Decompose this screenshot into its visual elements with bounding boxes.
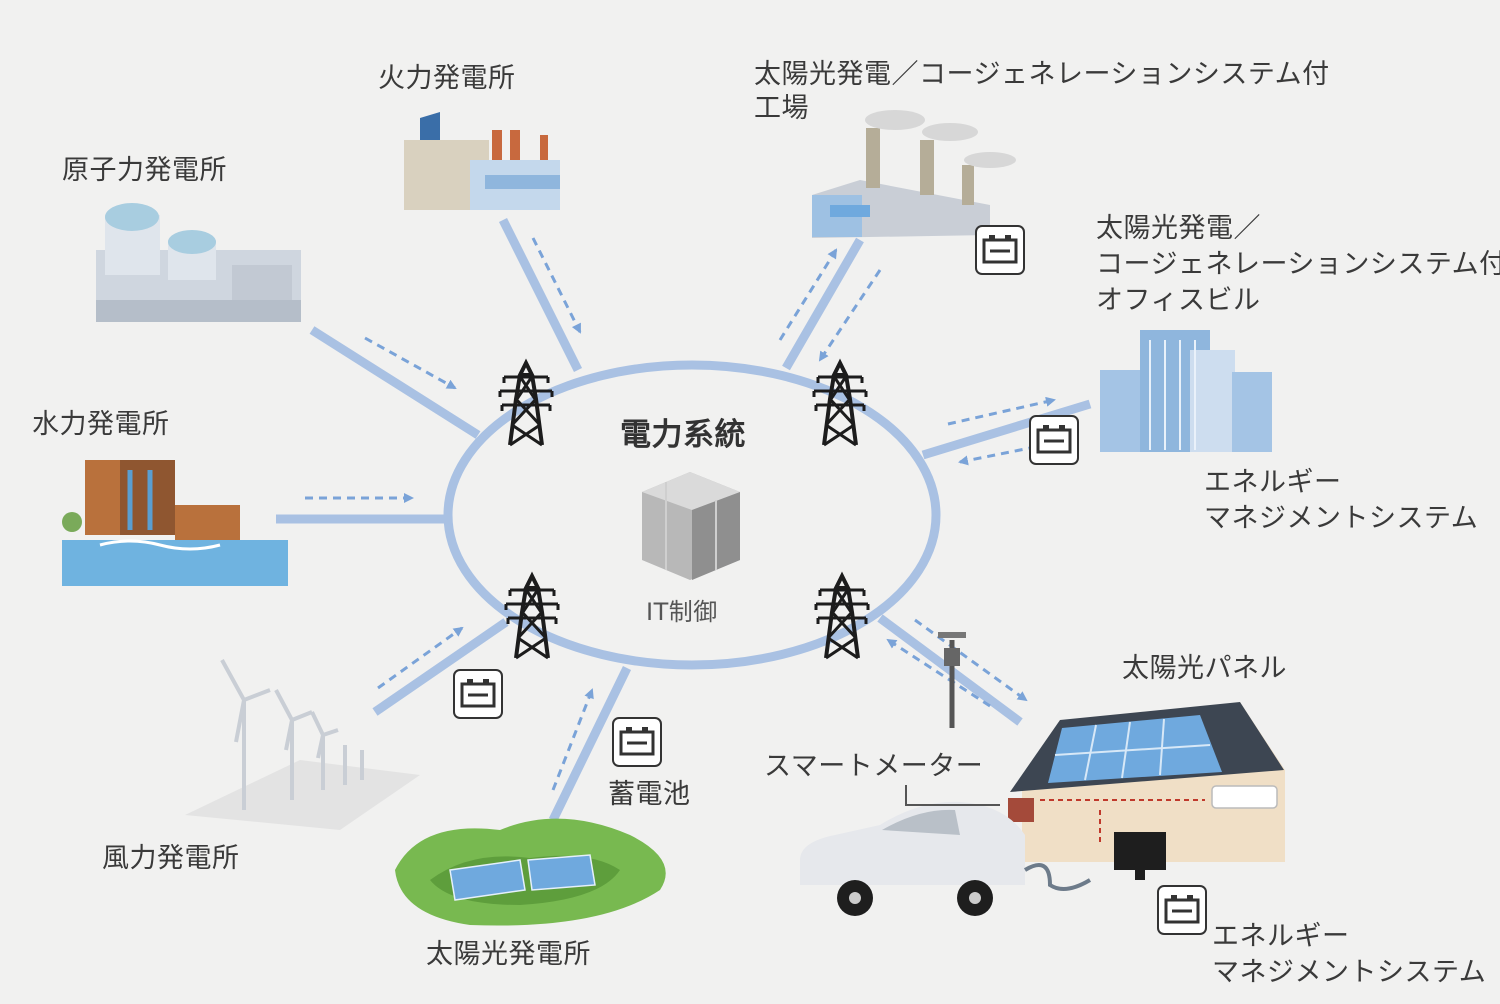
wind-farm-icon xyxy=(185,659,420,830)
battery-icon xyxy=(1028,414,1080,466)
ems-home-label-line1: エネルギー xyxy=(1212,921,1350,952)
thermal-plant-icon xyxy=(404,112,560,210)
ems-office-label-line1: エネルギー xyxy=(1204,467,1342,498)
ems-office-label-line2: マネジメントシステム xyxy=(1204,503,1479,534)
car-icon xyxy=(800,801,1092,916)
factory-label-line1: 太陽光発電／コージェネレーションシステム付 xyxy=(754,59,1330,90)
nuclear-plant-icon xyxy=(96,203,301,322)
nuclear-plant-label: 原子力発電所 xyxy=(62,155,227,186)
flow-arrows xyxy=(305,237,1056,791)
battery-icon xyxy=(974,224,1026,276)
thermal-plant-label: 火力発電所 xyxy=(378,63,516,94)
office-label-line1: 太陽光発電／ xyxy=(1096,213,1261,244)
battery-label: 蓄電池 xyxy=(608,779,691,810)
solar-plant-label: 太陽光発電所 xyxy=(426,939,591,970)
battery-icon xyxy=(611,716,663,768)
factory-label-line2: 工場 xyxy=(754,93,809,124)
solar-plant-icon xyxy=(395,818,666,926)
house-icon xyxy=(1008,702,1285,880)
transmission-tower-icon xyxy=(504,574,560,660)
transmission-tower-icon xyxy=(498,361,554,447)
hydro-plant-label: 水力発電所 xyxy=(32,409,170,440)
hydro-plant-icon xyxy=(62,460,288,586)
it-control-label: IT制御 xyxy=(646,598,718,626)
smart-meter-icon xyxy=(905,632,1000,806)
office-building-icon xyxy=(1100,330,1272,452)
factory-icon xyxy=(812,110,1016,238)
office-label-line2: コージェネレーションシステム付 xyxy=(1096,249,1500,280)
ems-home-label-line2: マネジメントシステム xyxy=(1212,957,1487,988)
battery-icon xyxy=(452,668,504,720)
smart-meter-label: スマートメーター xyxy=(764,751,984,782)
server-icon xyxy=(642,472,740,580)
wind-farm-label: 風力発電所 xyxy=(102,843,240,874)
battery-icon xyxy=(1156,884,1208,936)
grid-title: 電力系統 xyxy=(620,417,746,453)
solar-panel-label: 太陽光パネル xyxy=(1122,653,1287,684)
transmission-tower-icon xyxy=(812,361,868,447)
office-label-line3: オフィスビル xyxy=(1096,285,1261,316)
